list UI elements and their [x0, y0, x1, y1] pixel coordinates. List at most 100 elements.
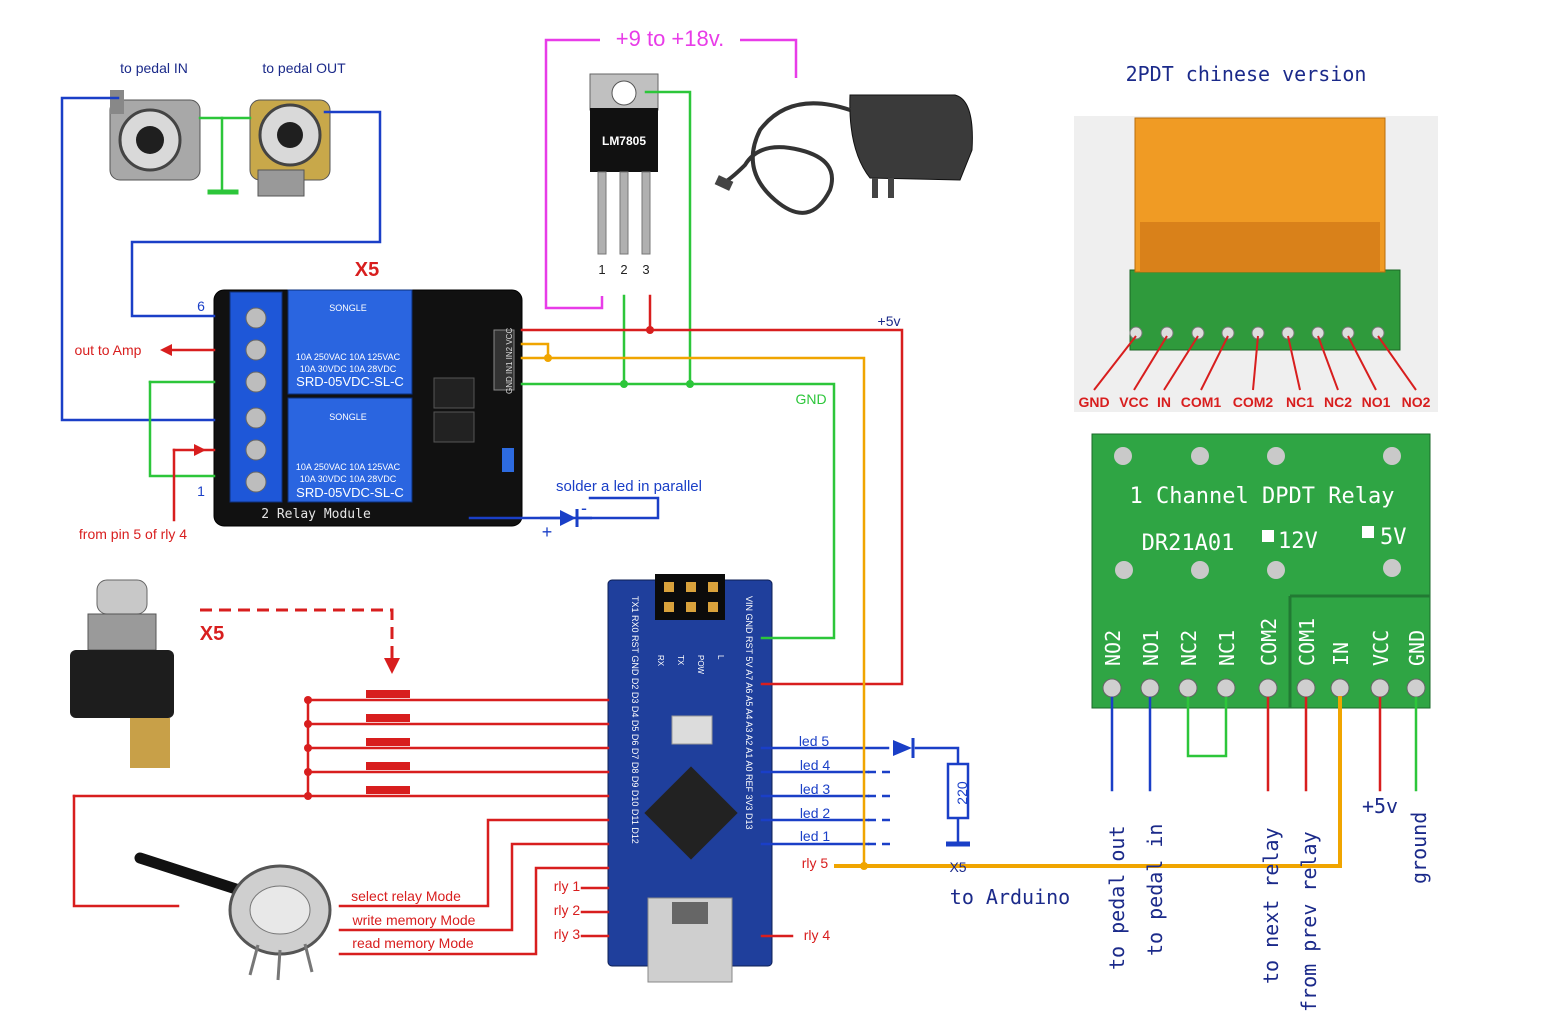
label-rly2: rly 2: [554, 902, 581, 918]
dpdt-pointer-nc1: [1287, 335, 1301, 391]
dpdt-board-pin-in: IN: [1329, 642, 1353, 666]
label-to-arduino: to Arduino: [950, 885, 1070, 909]
wire-junctions-green: [620, 380, 694, 388]
dpdt-top-pin-nc2: NC2: [1324, 394, 1352, 410]
dpdt-board-pad: [1406, 678, 1426, 698]
label-read-mode: read memory Mode: [352, 935, 474, 951]
dpdt-board-title: 1 Channel DPDT Relay: [1130, 484, 1395, 509]
dpdt-board-pad: [1216, 678, 1236, 698]
dpdt-pointer-vcc: [1133, 335, 1168, 391]
dpdt-pointer-no1: [1347, 335, 1377, 391]
red-arrowheads: [160, 344, 206, 456]
wire-junctions-orange: [544, 354, 868, 870]
label-reg-pin1: 1: [598, 262, 605, 277]
dpdt-top-pin-vcc: VCC: [1119, 394, 1149, 410]
arduino-pins-right: VIN GND RST 5V A7 A6 A5 A4 A3 A2 A1 A0 R…: [744, 596, 754, 829]
label-rly3: rly 3: [554, 926, 581, 942]
dpdt-top-pin-com1: COM1: [1181, 394, 1222, 410]
label-plus5v: +5v: [878, 313, 901, 329]
resistor-220: [946, 762, 970, 847]
label-reg-pin3: 3: [642, 262, 649, 277]
dpdt-wire-label-3: from prev relay: [1297, 831, 1321, 1012]
relay1-brand: SONGLE: [329, 303, 367, 313]
label-led3: led 3: [800, 781, 831, 797]
wire-magenta: [544, 38, 798, 310]
dpdt-top-pin-no1: NO1: [1362, 394, 1391, 410]
relay2-model: SRD-05VDC-SL-C: [296, 485, 404, 500]
relay1-rating2: 10A 30VDC 10A 28VDC: [300, 364, 397, 374]
label-led2: led 2: [800, 805, 831, 821]
label-rly4: rly 4: [804, 927, 831, 943]
relay1-model: SRD-05VDC-SL-C: [296, 374, 404, 389]
dpdt-board-pad: [1102, 678, 1122, 698]
dpdt-board-pin-com2: COM2: [1257, 618, 1281, 666]
label-select-mode: select relay Mode: [351, 888, 461, 904]
power-adapter-image: [714, 94, 973, 215]
relay-module-title: 2 Relay Module: [261, 507, 371, 522]
jack-in-image: [109, 90, 201, 181]
lm7805-regulator: [589, 73, 659, 255]
dpdt-board-pin-vcc: VCC: [1369, 630, 1393, 666]
dpdt-top-pin-no2: NO2: [1402, 394, 1431, 410]
label-resistor: 220: [954, 781, 970, 805]
dpdt-top-pin-in: IN: [1157, 394, 1171, 410]
dpdt-wire-label-2: to next relay: [1259, 827, 1283, 984]
label-dpdt-title: 2PDT chinese version: [1126, 62, 1367, 86]
dpdt-board-pin-nc2: NC2: [1177, 630, 1201, 666]
label-relay-pin6: 6: [197, 298, 205, 314]
relay2-brand: SONGLE: [329, 412, 367, 422]
label-gnd: GND: [795, 391, 826, 407]
dpdt-pointer-no2: [1377, 335, 1417, 391]
dpdt-board-pin-no2: NO2: [1101, 630, 1125, 666]
label-out-to-amp: out to Amp: [75, 342, 142, 358]
rotary-switch-image: [134, 852, 332, 981]
label-reg-pin2: 2: [620, 262, 627, 277]
dpdt-board-pad: [1296, 678, 1316, 698]
label-rly1: rly 1: [554, 878, 581, 894]
dpdt-pointer-com1: [1200, 335, 1229, 391]
dashed-arrow-x5: [200, 608, 400, 674]
wires-green: [148, 90, 1418, 792]
arduino-led-l: L: [716, 655, 725, 660]
relay-header-pins: GND IN1 IN2 VCC: [505, 328, 514, 394]
label-relay-pin1: 1: [197, 483, 205, 499]
arduino-led-rx: RX: [656, 655, 665, 667]
label-solder-led: solder a led in parallel: [556, 478, 702, 495]
wires-orange: [520, 342, 1342, 868]
dpdt-board-5v: 5V: [1380, 525, 1407, 550]
arduino-led-tx: TX: [676, 655, 685, 666]
dpdt-pointer-com2: [1252, 335, 1259, 391]
footswitch-image: [70, 579, 174, 768]
label-led-minus: -: [581, 498, 587, 518]
wires-blue-dashed: [868, 770, 896, 846]
dpdt-board-12v: 12V: [1278, 529, 1318, 554]
relay1-rating1: 10A 250VAC 10A 125VAC: [296, 352, 401, 362]
label-x5-relay: X5: [355, 259, 379, 281]
led-diode-symbol: [540, 509, 592, 527]
label-to-pedal-in: to pedal IN: [120, 60, 188, 76]
relay2-rating2: 10A 30VDC 10A 28VDC: [300, 474, 397, 484]
arduino-pins-left: TX1 RX0 RST GND D2 D3 D4 D5 D6 D7 D8 D9 …: [630, 596, 640, 844]
dpdt-top-pin-gnd: GND: [1078, 394, 1109, 410]
label-rly5: rly 5: [802, 855, 829, 871]
dpdt-top-pointers: [1093, 335, 1417, 391]
jack-out-image: [249, 99, 331, 197]
wires-red: [72, 294, 1382, 956]
relay2-rating1: 10A 250VAC 10A 125VAC: [296, 462, 401, 472]
arduino-led-pow: POW: [696, 655, 705, 675]
label-led1: led 1: [800, 828, 831, 844]
label-from-pin5: from pin 5 of rly 4: [79, 526, 187, 542]
dpdt-top-pin-com2: COM2: [1233, 394, 1274, 410]
dpdt-board-pin-nc1: NC1: [1215, 630, 1239, 666]
dpdt-pointer-gnd: [1093, 335, 1137, 391]
dpdt-pointer-nc2: [1317, 335, 1339, 391]
label-led4: led 4: [800, 757, 831, 773]
dpdt-board-pin-gnd: GND: [1405, 630, 1429, 666]
led5-diode-symbol: [893, 738, 915, 758]
dpdt-wire-label-1: to pedal in: [1143, 824, 1167, 956]
dpdt-board-pad: [1140, 678, 1160, 698]
switch-contacts: [304, 326, 654, 800]
dpdt-board-pad: [1258, 678, 1278, 698]
